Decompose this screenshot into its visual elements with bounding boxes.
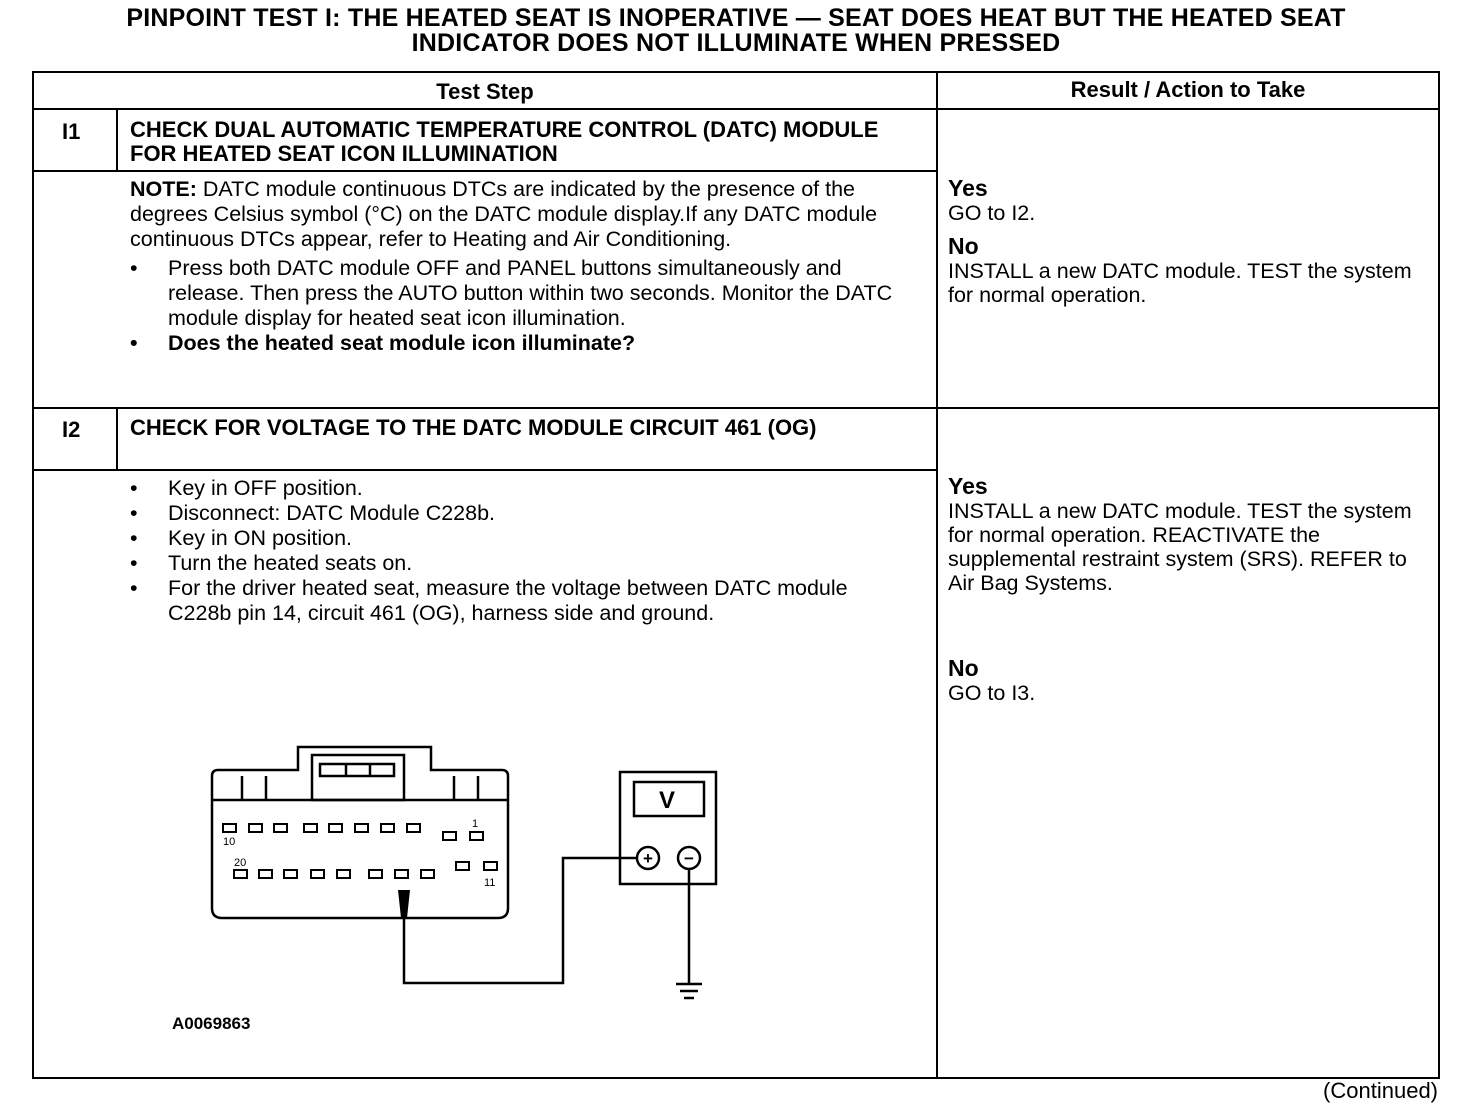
list-item: • Press both DATC module OFF and PANEL bu…: [130, 256, 910, 331]
result-i1: Yes GO to I2. No INSTALL a new DATC modu…: [948, 175, 1436, 307]
page-title: PINPOINT TEST I: THE HEATED SEAT IS INOP…: [30, 6, 1442, 56]
step-heading-i1: CHECK DUAL AUTOMATIC TEMPERATURE CONTROL…: [130, 117, 879, 166]
bullet-icon: •: [130, 526, 138, 550]
bullet-icon: •: [130, 551, 138, 575]
plus-sign: +: [643, 849, 653, 868]
i2-heading-rule: [34, 469, 936, 471]
step-body-i2: • Key in OFF position. • Disconnect: DATC …: [130, 476, 910, 626]
step-heading-i2: CHECK FOR VOLTAGE TO THE DATC MODULE CIR…: [130, 415, 817, 440]
pin-label-10: 10: [223, 836, 235, 848]
voltmeter: [618, 770, 718, 886]
pin-row-2: [233, 861, 498, 879]
bullet-text: Key in ON position.: [168, 526, 353, 550]
no-action: INSTALL a new DATC module. TEST the syst…: [948, 259, 1412, 307]
note-label: NOTE:: [130, 177, 197, 201]
pin-row-1: [222, 823, 484, 841]
note-text: DATC module continuous DTCs are indicate…: [130, 177, 878, 251]
latch-slot: [318, 762, 396, 778]
id-divider-i1: [116, 110, 118, 172]
column-divider: [936, 73, 938, 1077]
continued-label: (Continued): [1323, 1078, 1438, 1103]
yes-action: GO to I2.: [948, 201, 1036, 225]
list-item: • Key in OFF position.: [130, 476, 910, 501]
result-i2: Yes INSTALL a new DATC module. TEST the …: [948, 473, 1436, 705]
bullet-icon: •: [130, 476, 138, 500]
header-result-action: Result / Action to Take: [1070, 77, 1306, 102]
step-body-i1: NOTE: DATC module continuous DTCs are in…: [130, 177, 910, 356]
list-item: • Does the heated seat module icon illumi…: [130, 331, 910, 356]
step-id-i1: I1: [62, 119, 81, 144]
no-label: No: [948, 233, 979, 259]
connector-latch: [310, 753, 406, 802]
step-id-i2: I2: [62, 417, 81, 442]
voltmeter-symbol: V: [659, 787, 675, 814]
title-line-2: INDICATOR DOES NOT ILLUMINATE WHEN PRESS…: [411, 29, 1061, 57]
no-label: No: [948, 655, 979, 681]
bullet-icon: •: [130, 576, 138, 600]
title-line-1: PINPOINT TEST I: THE HEATED SEAT IS INOP…: [126, 4, 1346, 32]
minus-sign: −: [684, 849, 694, 868]
connector-body: [210, 745, 510, 920]
bullet-icon: •: [130, 256, 138, 280]
bullet-icon: •: [130, 331, 138, 355]
pin-label-20: 20: [234, 857, 246, 869]
id-divider-i2: [116, 409, 118, 471]
bullet-text: For the driver heated seat, measure the …: [168, 576, 848, 625]
probe-tip: [398, 890, 410, 918]
header-test-step: Test Step: [436, 79, 534, 104]
pin-label-11: 11: [484, 877, 495, 889]
voltmeter-display: [632, 780, 706, 818]
figure-code: A0069863: [172, 1014, 251, 1033]
no-action: GO to I3.: [948, 681, 1036, 705]
list-item: • Disconnect: DATC Module C228b.: [130, 501, 910, 526]
yes-label: Yes: [948, 473, 988, 499]
bullet-text: Does the heated seat module icon illumin…: [168, 331, 636, 355]
list-item: • Key in ON position.: [130, 526, 910, 551]
bullet-text: Disconnect: DATC Module C228b.: [168, 501, 496, 525]
bullet-text: Key in OFF position.: [168, 476, 363, 500]
pinpoint-test-table: Test Step Result / Action to Take I1 CHE…: [32, 71, 1440, 1079]
yes-label: Yes: [948, 175, 988, 201]
list-item: • Turn the heated seats on.: [130, 551, 910, 576]
positive-lead: [402, 856, 637, 985]
i1-bottom-rule: [34, 407, 1438, 409]
note: NOTE: DATC module continuous DTCs are in…: [130, 177, 910, 252]
pin-label-1: 1: [472, 818, 478, 830]
header-rule: [34, 108, 1438, 110]
yes-action: INSTALL a new DATC module. TEST the syst…: [948, 499, 1412, 595]
bullet-text: Press both DATC module OFF and PANEL but…: [168, 256, 893, 330]
list-item: • For the driver heated seat, measure the…: [130, 576, 910, 626]
bullet-icon: •: [130, 501, 138, 525]
i1-heading-rule: [34, 170, 936, 172]
bullet-text: Turn the heated seats on.: [168, 551, 413, 575]
